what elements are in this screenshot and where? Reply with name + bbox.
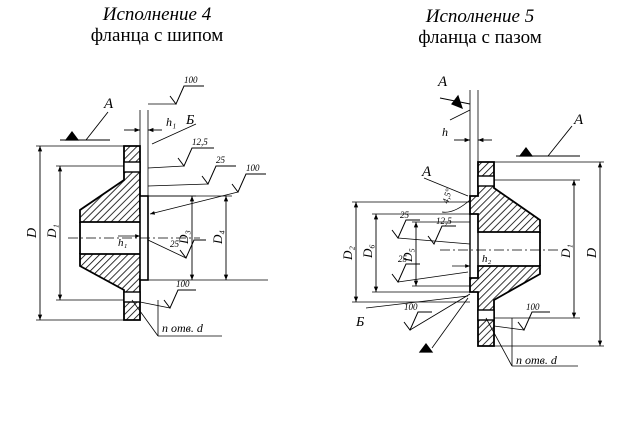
right-rough-4 bbox=[403, 311, 432, 331]
right-view bbox=[352, 90, 604, 367]
right-datum-flange-label: А bbox=[573, 112, 584, 128]
right-D2-label: D₂ bbox=[340, 246, 355, 261]
left-rough-2-value: 12,5 bbox=[192, 137, 208, 147]
left-rough-1 bbox=[169, 85, 204, 105]
left-title: Исполнение 4 bbox=[102, 4, 212, 25]
left-bolt-hole-top bbox=[123, 161, 141, 173]
right-subtitle: фланца с пазом bbox=[418, 27, 542, 48]
left-D1-label: D₁ bbox=[44, 224, 59, 239]
right-h-label: h bbox=[442, 125, 448, 139]
right-datum-bottom-triangle bbox=[418, 343, 434, 353]
right-D5-label: D₅ bbox=[400, 248, 415, 263]
left-rough-6 bbox=[163, 289, 196, 309]
right-section-top bbox=[469, 161, 541, 233]
left-D-label: D bbox=[25, 228, 40, 239]
left-section-bottom bbox=[79, 253, 147, 321]
left-D3-label: D₃ bbox=[176, 230, 191, 245]
right-D-label: D bbox=[585, 248, 600, 259]
right-rough-3-value: 25 bbox=[398, 254, 408, 264]
right-rough-1 bbox=[391, 219, 420, 239]
left-rough-2 bbox=[177, 147, 214, 167]
left-rough-6-value: 100 bbox=[176, 279, 190, 289]
left-b-label: Б bbox=[185, 113, 194, 128]
right-angle-label: 4,5° bbox=[440, 187, 454, 204]
left-section-top bbox=[79, 145, 147, 223]
left-bolt-hole-bottom bbox=[123, 291, 141, 303]
right-datum-top-label: А bbox=[437, 74, 448, 90]
left-rough-1-value: 100 bbox=[184, 75, 198, 85]
right-D6-label: D₆ bbox=[360, 244, 375, 259]
left-h1-inner-label: h₁ bbox=[118, 237, 128, 249]
left-D4-label: D₄ bbox=[210, 230, 225, 245]
left-datum-label: А bbox=[103, 96, 114, 112]
right-rough-3 bbox=[391, 263, 420, 283]
left-rough-5-value: 25 bbox=[170, 239, 180, 249]
right-rough-4-value: 100 bbox=[404, 302, 418, 312]
left-h1-label: h₁ bbox=[166, 115, 176, 129]
right-rough-2 bbox=[427, 225, 456, 245]
right-rough-5 bbox=[517, 311, 550, 331]
right-bolt-hole-bottom bbox=[477, 309, 495, 321]
right-datum-flange-triangle bbox=[518, 147, 534, 157]
left-view bbox=[36, 85, 268, 337]
right-D1-label: D₁ bbox=[558, 244, 573, 259]
left-rough-5 bbox=[179, 239, 206, 259]
right-rough-5-value: 100 bbox=[526, 302, 540, 312]
left-text: А Б h₁ h₁ D D₁ D₃ D₄ n отв. d 100 12,5 2… bbox=[25, 75, 260, 335]
right-holes-label: n отв. d bbox=[516, 353, 558, 367]
left-rough-3-value: 25 bbox=[216, 155, 226, 165]
left-subtitle: фланца с шипом bbox=[90, 25, 224, 46]
left-rough-4-value: 100 bbox=[246, 163, 260, 173]
right-text: А А А Б h h₂ 4,5° D D₁ D₂ D₆ D₅ n отв. d… bbox=[340, 74, 600, 367]
left-holes-label: n отв. d bbox=[162, 321, 204, 335]
right-datum-mid-label: А bbox=[421, 164, 432, 180]
right-title: Исполнение 5 bbox=[425, 6, 535, 27]
left-rough-4 bbox=[231, 173, 266, 193]
left-caption: Исполнение 4 фланца с шипом bbox=[62, 4, 252, 46]
right-section-bottom bbox=[469, 265, 541, 347]
right-rough-1-value: 25 bbox=[400, 210, 410, 220]
right-bolt-hole-top bbox=[477, 175, 495, 187]
left-rough-3 bbox=[201, 165, 236, 185]
left-datum-triangle bbox=[64, 131, 80, 141]
right-b-label: Б bbox=[355, 315, 364, 330]
right-rough-2-value: 12,5 bbox=[436, 216, 452, 226]
right-datum-top-triangle bbox=[451, 94, 463, 110]
right-caption: Исполнение 5 фланца с пазом bbox=[380, 6, 580, 48]
right-h2-label: h₂ bbox=[482, 253, 492, 265]
